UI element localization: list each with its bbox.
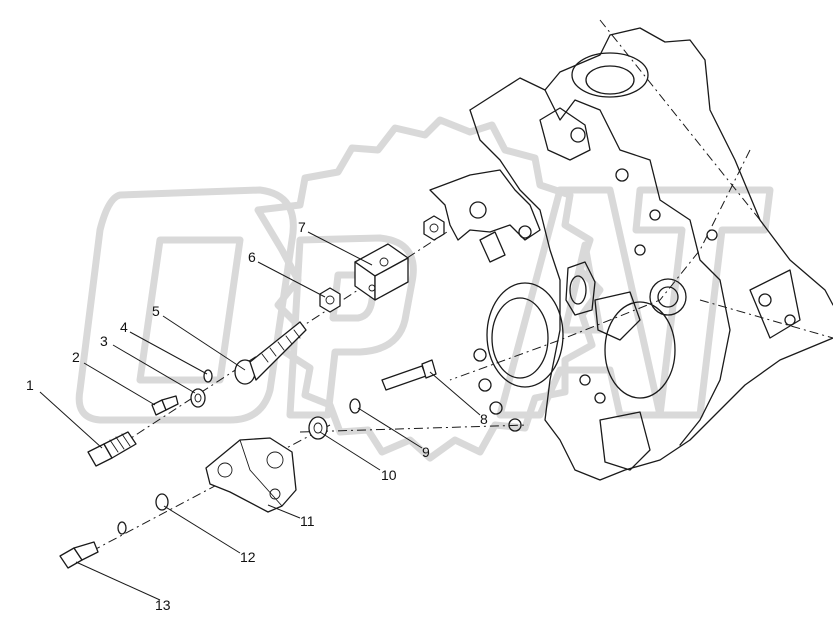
- part-4-lock-washer: [203, 369, 213, 383]
- callout-2: 2: [72, 349, 80, 365]
- callout-6: 6: [248, 249, 256, 265]
- part-7-clamp-block: [354, 243, 409, 301]
- callout-1: 1: [26, 377, 34, 393]
- callout-11: 11: [300, 513, 315, 529]
- callout-3: 3: [100, 333, 108, 349]
- part-1-bolt: [87, 431, 137, 467]
- upper-nut: [423, 215, 445, 241]
- part-6-nut: [319, 287, 341, 313]
- part-8-long-bolt: [381, 359, 437, 391]
- callout-9: 9: [422, 444, 430, 460]
- watermark-logo: [75, 116, 774, 462]
- callout-10: 10: [381, 467, 397, 483]
- part-13-bolt: [59, 541, 99, 569]
- part-11-bracket: [205, 437, 297, 513]
- leader-lines: [39, 231, 481, 601]
- part-12-washer: [117, 493, 169, 535]
- part-3-washer: [190, 388, 206, 408]
- callout-4: 4: [120, 319, 128, 335]
- assembly-centerline-bolt: [299, 424, 529, 433]
- part-9-washer: [349, 398, 361, 414]
- callout-5: 5: [152, 303, 160, 319]
- callout-12: 12: [240, 549, 256, 565]
- part-5-adjusting-bolt: [234, 321, 307, 385]
- engine-front-housing: [429, 19, 833, 481]
- part-10-spacer: [308, 416, 328, 440]
- callout-13: 13: [155, 597, 171, 613]
- part-2-small-bolt: [151, 395, 179, 416]
- callout-7: 7: [298, 219, 306, 235]
- callout-labels: 1 2 3 4 5 6 7 8 9 10 11 12 13: [26, 219, 488, 613]
- callout-8: 8: [480, 411, 488, 427]
